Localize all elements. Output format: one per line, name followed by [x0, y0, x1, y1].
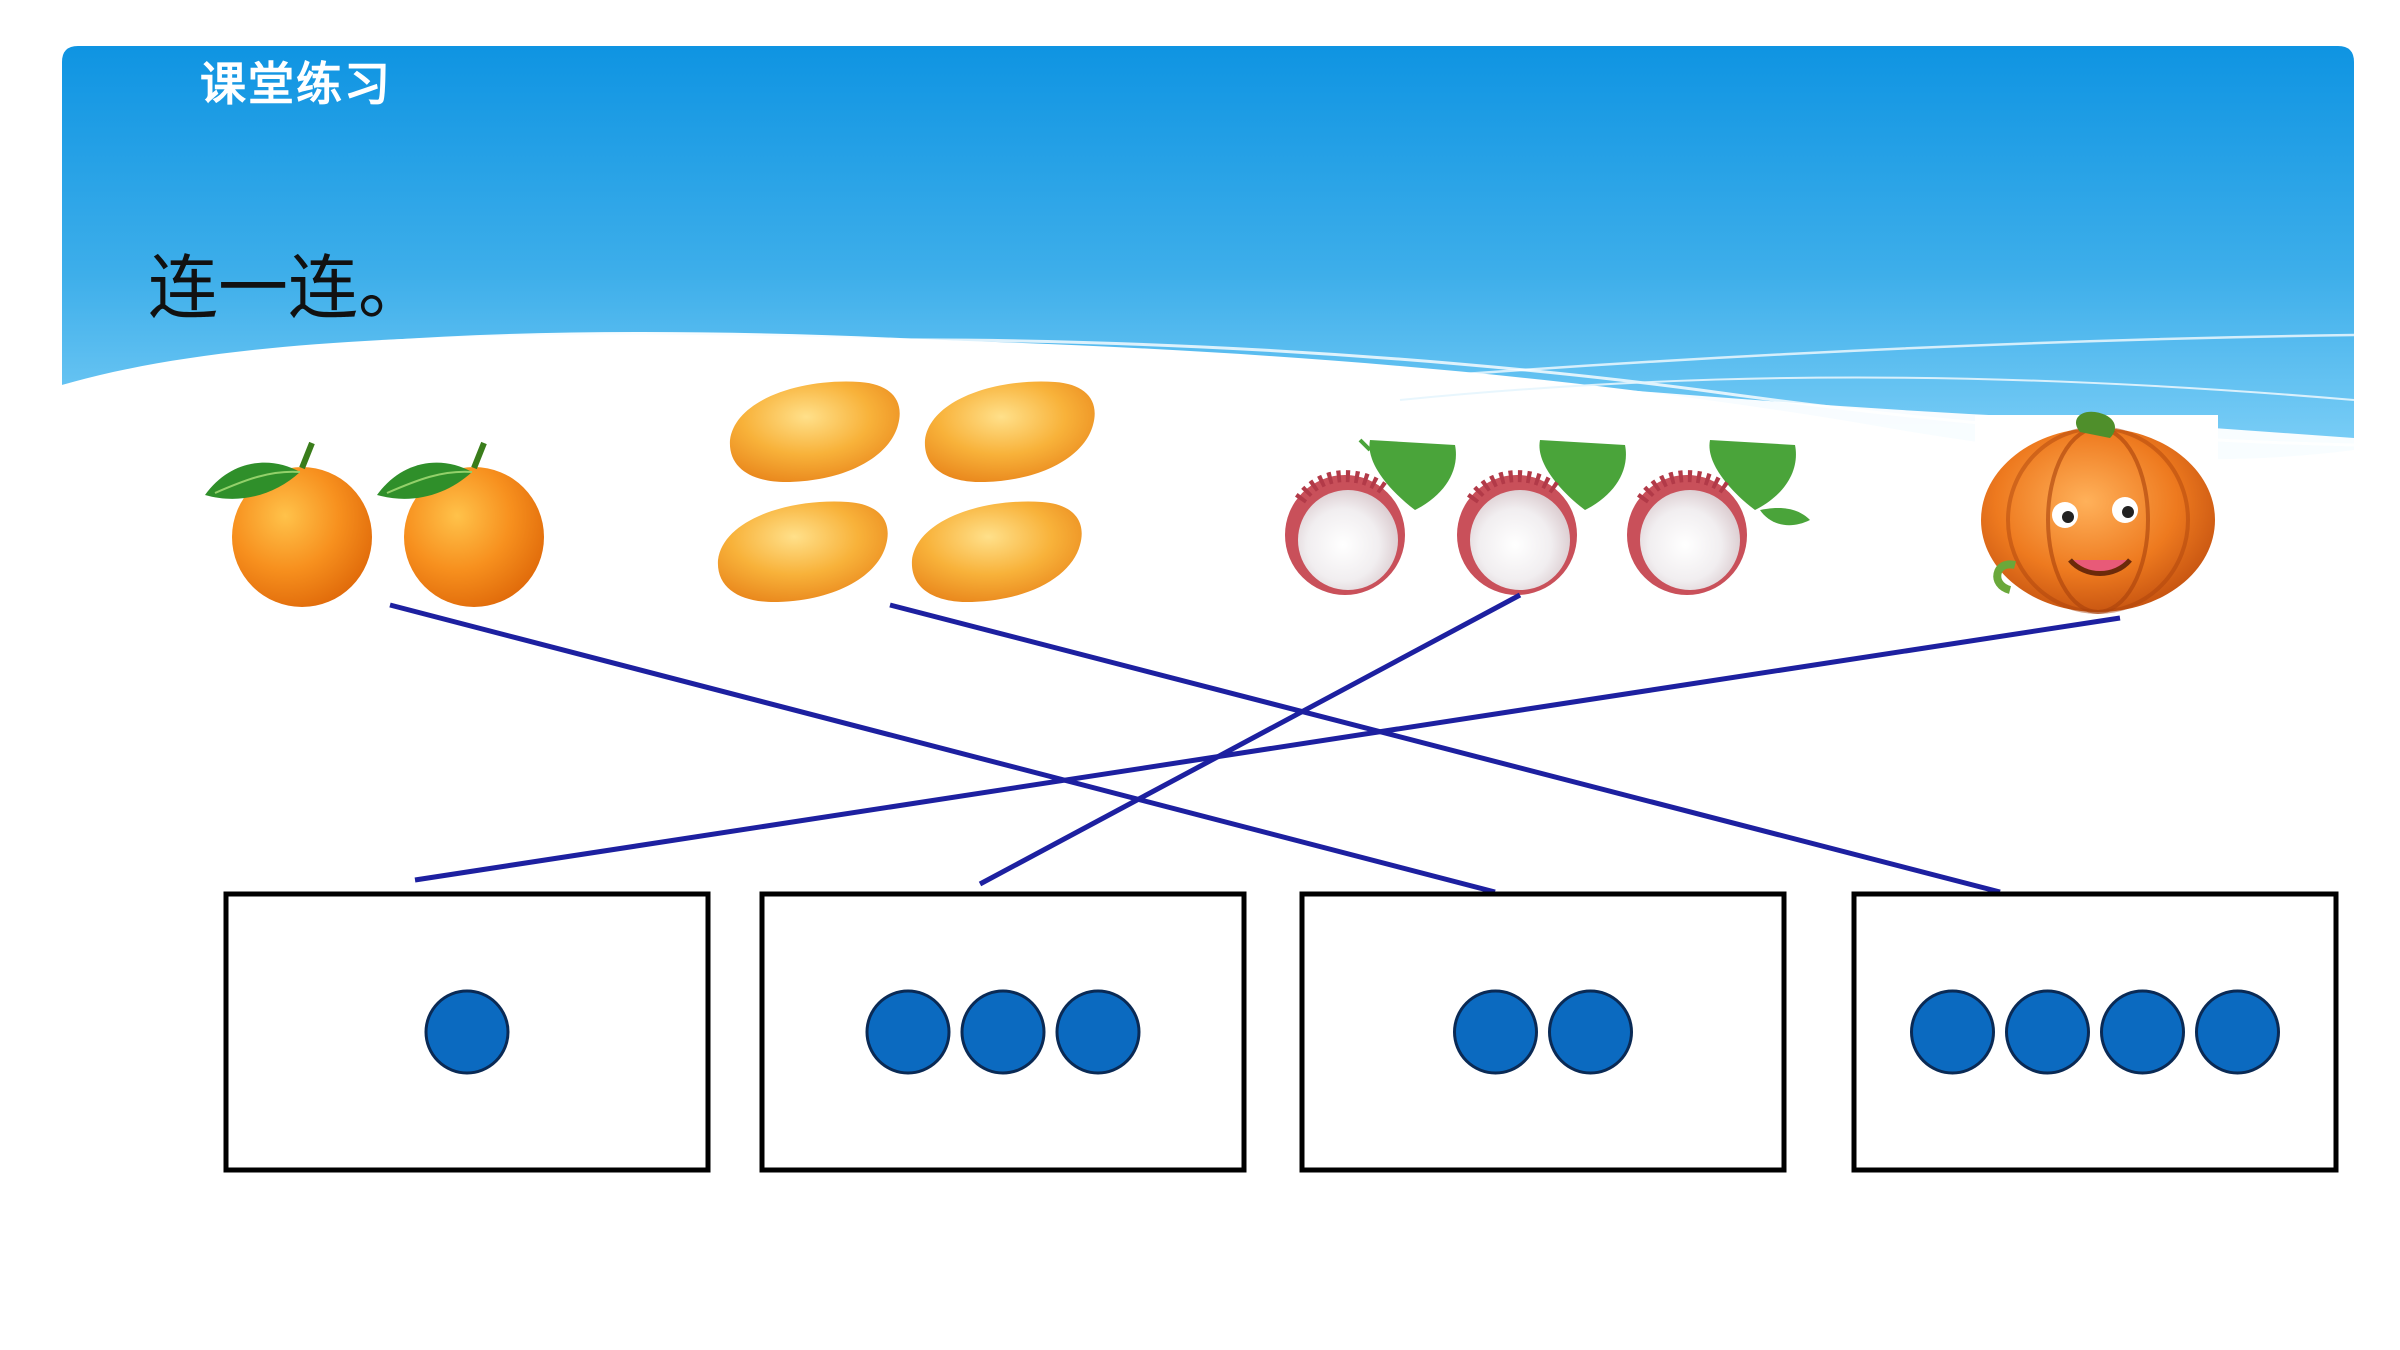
- lychee-group: [1285, 438, 1810, 595]
- dot-boxes: [223, 891, 2339, 1173]
- dot: [424, 989, 510, 1075]
- dot-box: [1299, 891, 1787, 1173]
- mango-icon: [729, 381, 900, 483]
- instruction-text: 连一连。: [148, 247, 428, 329]
- dot: [960, 989, 1046, 1075]
- orange-icon: [205, 441, 372, 607]
- dot: [1548, 989, 1633, 1075]
- dot: [1055, 989, 1141, 1075]
- connection-line: [889, 602, 2001, 895]
- dot: [2195, 989, 2280, 1075]
- dot-box: [759, 891, 1247, 1173]
- orange-group: [205, 441, 544, 607]
- mango-group: [717, 381, 1095, 603]
- mango-icon: [717, 501, 888, 603]
- lychee-icon: [1457, 440, 1626, 595]
- dot: [1453, 989, 1538, 1075]
- dot-box-frame: [1299, 891, 1787, 1173]
- section-heading: 课堂练习: [200, 57, 392, 111]
- dot-box: [223, 891, 711, 1173]
- dot-box: [1851, 891, 2339, 1173]
- orange-icon: [377, 441, 544, 607]
- pumpkin-icon: [1981, 411, 2215, 614]
- dot: [865, 989, 951, 1075]
- dot: [1910, 989, 1995, 1075]
- connection-line: [414, 615, 2121, 883]
- mango-icon: [911, 501, 1082, 603]
- dot: [2100, 989, 2185, 1075]
- lychee-icon: [1285, 438, 1456, 595]
- connection-line: [978, 592, 1522, 887]
- lychee-icon: [1627, 440, 1810, 595]
- pumpkin-group: [1975, 411, 2218, 614]
- dot: [2005, 989, 2090, 1075]
- mango-icon: [924, 381, 1095, 483]
- connection-line: [389, 602, 1496, 895]
- connection-lines: [389, 592, 2121, 895]
